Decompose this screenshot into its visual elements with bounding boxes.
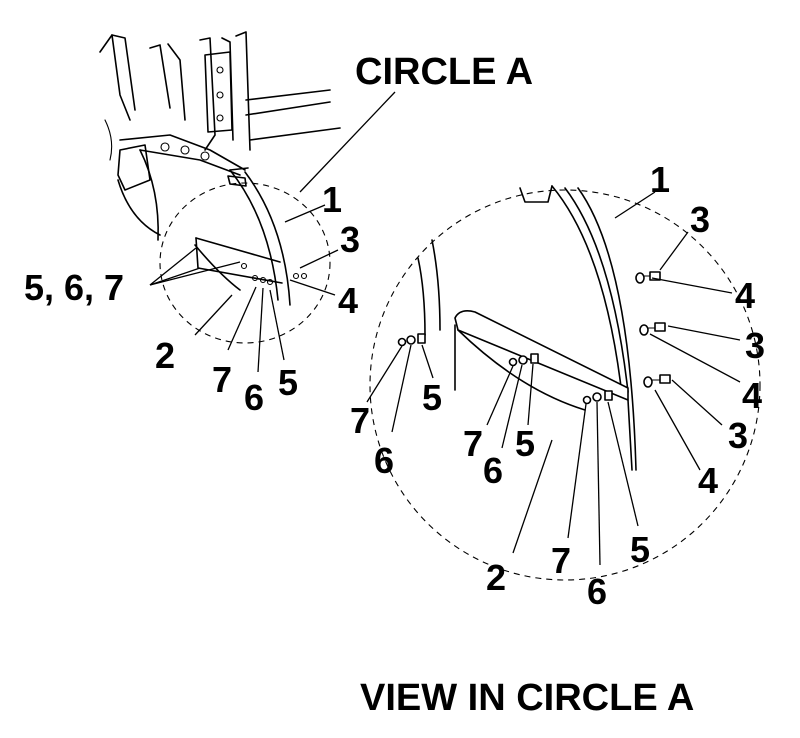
callout-5-6-7-left: 5, 6, 7: [24, 267, 124, 308]
splash-shield: [454, 310, 633, 471]
callout-4-right-top: 4: [735, 275, 755, 316]
view-circle: [369, 189, 761, 581]
callout-1-right: 1: [650, 159, 670, 200]
callout-3-left: 3: [340, 219, 360, 260]
callout-7-right-b: 7: [463, 423, 483, 464]
callout-4-right-low: 4: [698, 460, 718, 501]
view-in-circle-a-title: VIEW IN CIRCLE A: [360, 677, 694, 719]
callout-7-right-a: 7: [350, 400, 370, 441]
callout-7-left: 7: [212, 359, 232, 400]
callout-7-right-c: 7: [551, 540, 571, 581]
nuts-and-washers: [397, 333, 613, 405]
callout-6-right-a: 6: [374, 440, 394, 481]
callout-3-right-mid: 3: [745, 325, 765, 366]
callout-5-right-a: 5: [422, 377, 442, 418]
vehicle-body-structure: [99, 31, 341, 306]
bolts-and-washers: [635, 271, 671, 388]
callout-5-right-b: 5: [515, 423, 535, 464]
callout-6-right-c: 6: [587, 571, 607, 612]
callout-6-left: 6: [244, 377, 264, 418]
callout-4-left: 4: [338, 280, 358, 321]
circle-a-title: CIRCLE A: [355, 51, 533, 93]
callout-2-left: 2: [155, 335, 175, 376]
callout-4-right-mid: 4: [742, 375, 762, 416]
left-callout-leaders: [149, 204, 339, 373]
callout-3-right-top: 3: [690, 199, 710, 240]
right-callout-leaders: [366, 191, 741, 566]
circle-a-leader: [299, 91, 396, 193]
circle-a-marker: [159, 182, 331, 344]
callout-2-right: 2: [486, 557, 506, 598]
callout-1-left: 1: [322, 179, 342, 220]
callout-3-right-low: 3: [728, 415, 748, 456]
callout-5-right-c: 5: [630, 529, 650, 570]
callout-5-left: 5: [278, 362, 298, 403]
wheelhouse-panel: [417, 185, 637, 471]
callout-6-right-b: 6: [483, 450, 503, 491]
